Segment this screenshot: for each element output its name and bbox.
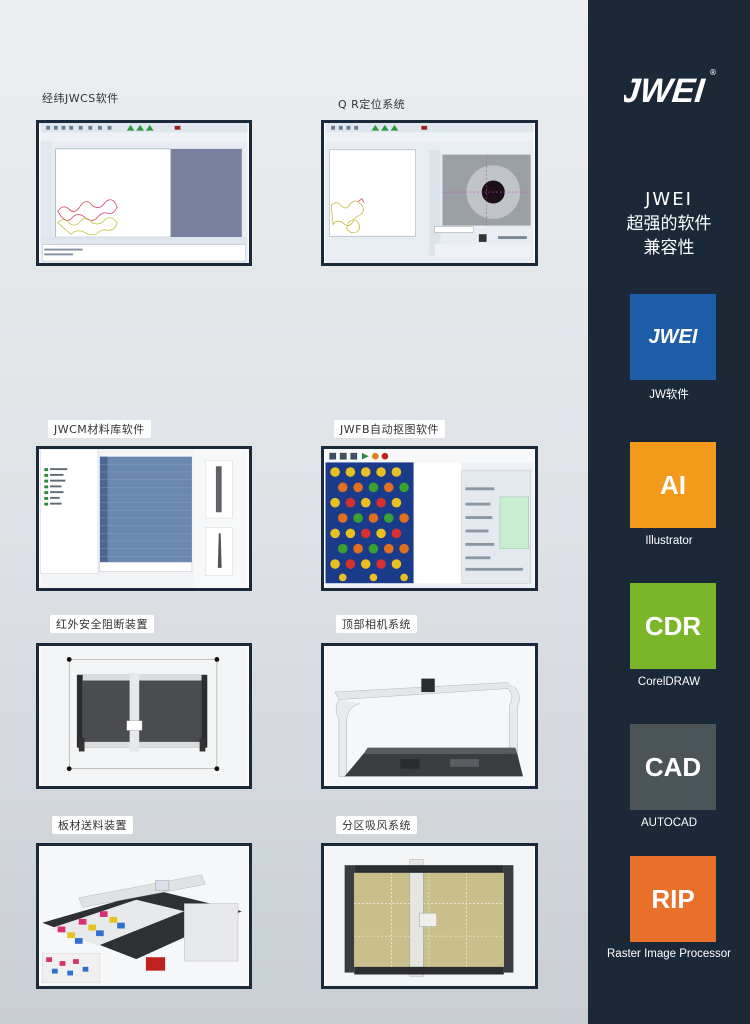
coreldraw-tile: CDR (630, 583, 716, 669)
autocad-label: AUTOCAD (640, 817, 698, 829)
qr-positioning-image (325, 123, 534, 263)
jw-software-tile: JWEI (630, 294, 716, 380)
caption-top-camera: 顶部相机系统 (336, 615, 417, 633)
compatibility-headline: JWEI 超强的软件 兼容性 (588, 188, 750, 260)
photo-board-feeding-device (36, 843, 252, 989)
photo-top-camera-system (321, 643, 538, 789)
zoned-suction-system-image (325, 846, 534, 986)
jwei-brand-logo: JWEI (624, 72, 708, 108)
illustrator-tile: AI (630, 442, 716, 528)
screenshot-qr-positioning (321, 120, 538, 266)
headline-line-2: 超强的软件 (626, 214, 712, 234)
screenshot-jwcs-software (36, 120, 252, 266)
caption-infrared-safety: 红外安全阻断装置 (50, 615, 154, 633)
caption-board-feeding: 板材送料装置 (52, 816, 133, 834)
rip-tile-text: RIP (651, 883, 695, 914)
autocad-tile-text: CAD (644, 751, 702, 782)
screenshot-jwcm-material-library (36, 446, 252, 591)
svg-text:JWEI: JWEI (624, 72, 708, 108)
coreldraw-label: CorelDRAW (637, 676, 701, 688)
coreldraw-tile-text: CDR (644, 610, 702, 641)
jwcm-material-library-image (40, 449, 248, 588)
jwei-logo-icon: JWEI (648, 325, 698, 348)
rip-label: Raster Image Processor (607, 948, 731, 960)
photo-zoned-suction-system (321, 843, 538, 989)
headline-line-3: 兼容性 (643, 238, 695, 258)
caption-jwcm: JWCM材料库软件 (48, 420, 151, 438)
autocad-tile: CAD (630, 724, 716, 810)
jwfb-auto-trace-image (325, 449, 534, 588)
jw-software-label: JW软件 (649, 389, 689, 401)
caption-zoned-suction: 分区吸风系统 (336, 816, 417, 834)
infrared-safety-device-image (40, 646, 248, 786)
caption-jwcs: 经纬JWCS软件 (42, 92, 119, 105)
jwcs-software-image (40, 123, 248, 263)
caption-qr-positioning: Q R定位系统 (338, 98, 406, 111)
illustrator-label: Illustrator (645, 535, 693, 547)
photo-infrared-safety-device (36, 643, 252, 789)
top-camera-system-image (325, 646, 534, 786)
rip-tile: RIP (630, 856, 716, 942)
illustrator-tile-text: AI (660, 469, 686, 500)
board-feeding-device-image (40, 846, 248, 986)
headline-line-1: JWEI (645, 189, 693, 210)
registered-mark: ® (709, 68, 717, 77)
software-compatibility-sidebar: JWEI ® JWEI 超强的软件 兼容性 JWEI JW软件 AI Illus… (588, 0, 750, 1024)
screenshot-jwfb-auto-trace (321, 446, 538, 591)
caption-jwfb: JWFB自动抠图软件 (334, 420, 445, 438)
